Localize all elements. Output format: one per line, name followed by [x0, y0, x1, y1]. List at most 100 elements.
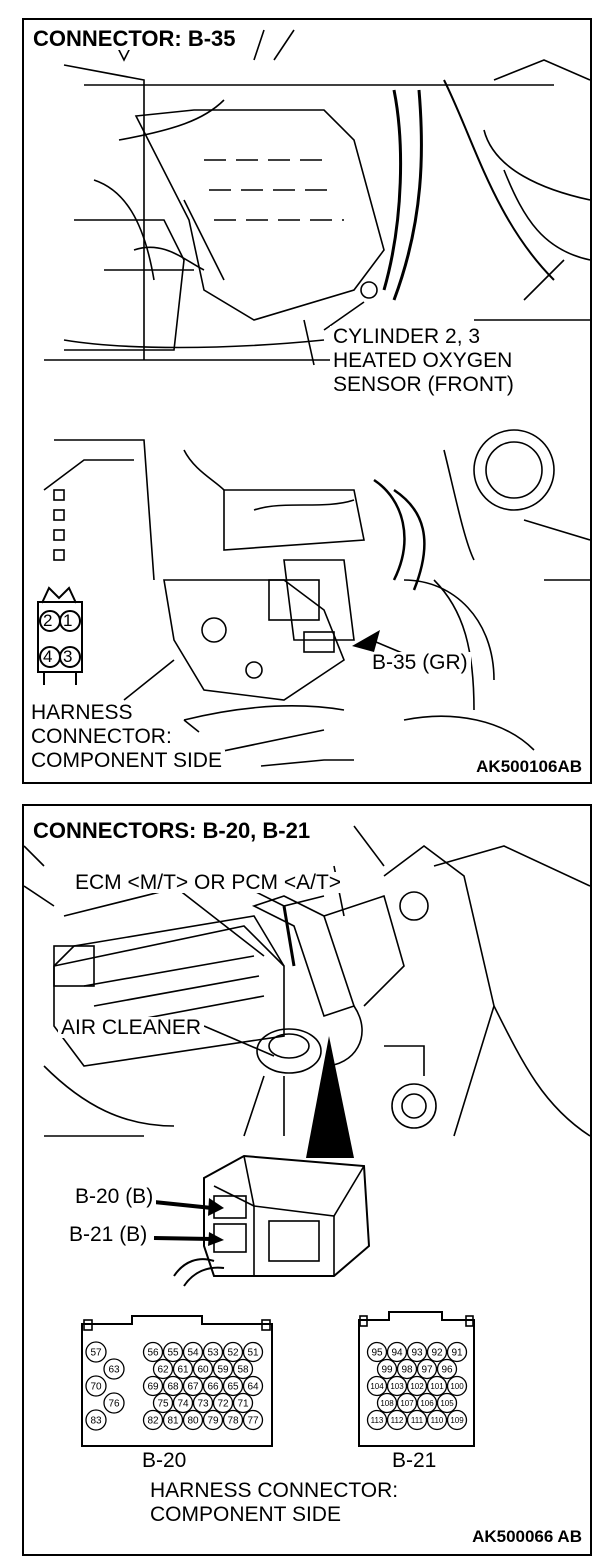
connector-pin-4: 4 — [43, 647, 53, 666]
b20-pin-60-circle — [192, 1358, 214, 1380]
b21-pin-95-circle — [366, 1341, 388, 1363]
b21-pin-99-circle — [376, 1358, 398, 1380]
harness-connector-label-line-2: COMPONENT SIDE — [150, 1503, 341, 1526]
b21-pin-94-circle — [386, 1341, 408, 1363]
air-cleaner-label: AIR CLEANER — [58, 1017, 205, 1038]
b21-pin-103-circle — [386, 1375, 408, 1397]
b20-pin-80-circle — [182, 1409, 204, 1431]
b21-pin-91-label: 91 — [451, 1348, 463, 1359]
b21-pin-107-label: 107 — [400, 1399, 414, 1408]
b20-pin-75-label: 75 — [157, 1399, 169, 1410]
b21-pin-112-label: 112 — [391, 1416, 404, 1425]
b20-pin-57-circle — [85, 1341, 107, 1363]
b20-pin-78-circle — [222, 1409, 244, 1431]
b21-pin-97-circle — [416, 1358, 438, 1380]
b20-pin-75-circle — [152, 1392, 174, 1414]
b21-pin-93-label: 93 — [411, 1348, 423, 1359]
ecm-label: ECM <M/T> OR PCM <A/T> — [72, 872, 345, 893]
connector-callout-b35: B-35 (GR) — [369, 652, 471, 673]
panel-connector-b35: CONNECTOR: B-35 CYLINDER 2, 3 HEATED OXY… — [22, 18, 592, 784]
b21-pin-113-label: 113 — [371, 1416, 384, 1425]
b20-pin-66-label: 66 — [207, 1382, 219, 1393]
b20-pin-63-circle — [103, 1358, 125, 1380]
b20-pin-68-circle — [162, 1375, 184, 1397]
b20-pin-82-label: 82 — [147, 1416, 159, 1427]
b21-pin-101-label: 101 — [430, 1382, 444, 1391]
b20-pin-60-label: 60 — [197, 1365, 209, 1376]
b21-pin-106-label: 106 — [420, 1399, 434, 1408]
b20-pin-82-circle — [142, 1409, 164, 1431]
page-title-b35: CONNECTOR: B-35 — [30, 28, 239, 50]
b20-pin-58-circle — [232, 1358, 254, 1380]
b20-pin-51-circle — [242, 1341, 264, 1363]
figure-code-top: AK500106AB — [476, 757, 582, 776]
b20-pin-53-label: 53 — [207, 1348, 219, 1359]
b20-pin-56-circle — [142, 1341, 164, 1363]
b20-pin-61-circle — [172, 1358, 194, 1380]
sensor-label-line-1: CYLINDER 2, 3 — [330, 326, 484, 347]
b20-pin-57-label: 57 — [90, 1348, 102, 1359]
b21-pin-100-circle — [446, 1375, 468, 1397]
harness-label-line-3: COMPONENT SIDE — [28, 750, 225, 771]
b20-pin-81-label: 81 — [167, 1416, 179, 1427]
b20-pin-62-label: 62 — [157, 1365, 169, 1376]
b21-pin-91-circle — [446, 1341, 468, 1363]
b21-pin-104-circle — [366, 1375, 388, 1397]
b20-pin-65-label: 65 — [227, 1382, 239, 1393]
connector-pin-3: 3 — [63, 647, 73, 666]
b20-pin-56-label: 56 — [147, 1348, 159, 1359]
sensor-label-line-2: HEATED OXYGEN — [330, 350, 516, 371]
b20-pin-81-circle — [162, 1409, 184, 1431]
b20-pin-72-label: 72 — [217, 1399, 229, 1410]
callout-b20: B-20 (B) — [72, 1186, 157, 1207]
b20-pin-55-circle — [162, 1341, 184, 1363]
b21-pin-106-circle — [416, 1392, 438, 1414]
connector-pin-1: 1 — [63, 611, 73, 630]
b20-pin-79-circle — [202, 1409, 224, 1431]
b20-pin-53-circle — [202, 1341, 224, 1363]
b20-pin-80-label: 80 — [187, 1416, 199, 1427]
b21-pin-95-label: 95 — [371, 1348, 383, 1359]
b21-pin-113-circle — [366, 1409, 388, 1431]
b21-pin-102-circle — [406, 1375, 428, 1397]
b21-pin-110-circle — [426, 1409, 448, 1431]
b21-pin-92-circle — [426, 1341, 448, 1363]
b20-pin-72-circle — [212, 1392, 234, 1414]
b20-pin-69-circle — [142, 1375, 164, 1397]
b20-pin-59-circle — [212, 1358, 234, 1380]
b20-pin-79-label: 79 — [207, 1416, 219, 1427]
b20-pin-76-circle — [103, 1392, 125, 1414]
b20-pin-70-circle — [85, 1375, 107, 1397]
b21-pin-101-circle — [426, 1375, 448, 1397]
b20-pin-83-circle — [85, 1409, 107, 1431]
b20-pin-65-circle — [222, 1375, 244, 1397]
b20-pin-68-label: 68 — [167, 1382, 179, 1393]
b21-pin-105-label: 105 — [440, 1399, 454, 1408]
b20-pin-76-label: 76 — [108, 1399, 120, 1410]
b20-pin-66-circle — [202, 1375, 224, 1397]
page-title-b20-b21: CONNECTORS: B-20, B-21 — [30, 820, 314, 842]
b20-pin-55-label: 55 — [167, 1348, 179, 1359]
b20-pin-78-label: 78 — [227, 1416, 239, 1427]
b21-pin-96-circle — [436, 1358, 458, 1380]
harness-connector-label-line-1: HARNESS CONNECTOR: — [150, 1479, 399, 1502]
b20-pin-73-label: 73 — [197, 1399, 209, 1410]
b21-pin-107-circle — [396, 1392, 418, 1414]
b20-pin-64-label: 64 — [247, 1382, 259, 1393]
b21-pin-108-circle — [376, 1392, 398, 1414]
b21-pin-98-label: 98 — [401, 1365, 413, 1376]
b21-pin-111-circle — [406, 1409, 428, 1431]
b21-pin-93-circle — [406, 1341, 428, 1363]
b20-pin-52-label: 52 — [227, 1348, 239, 1359]
b20-pin-54-circle — [182, 1341, 204, 1363]
b20-pin-52-circle — [222, 1341, 244, 1363]
b21-pin-109-circle — [446, 1409, 468, 1431]
harness-label-line-2: CONNECTOR: — [28, 726, 175, 747]
b20-pin-71-circle — [232, 1392, 254, 1414]
b20-pin-74-circle — [172, 1392, 194, 1414]
b20-label: B-20 — [142, 1449, 187, 1472]
b21-pin-109-label: 109 — [450, 1416, 464, 1425]
